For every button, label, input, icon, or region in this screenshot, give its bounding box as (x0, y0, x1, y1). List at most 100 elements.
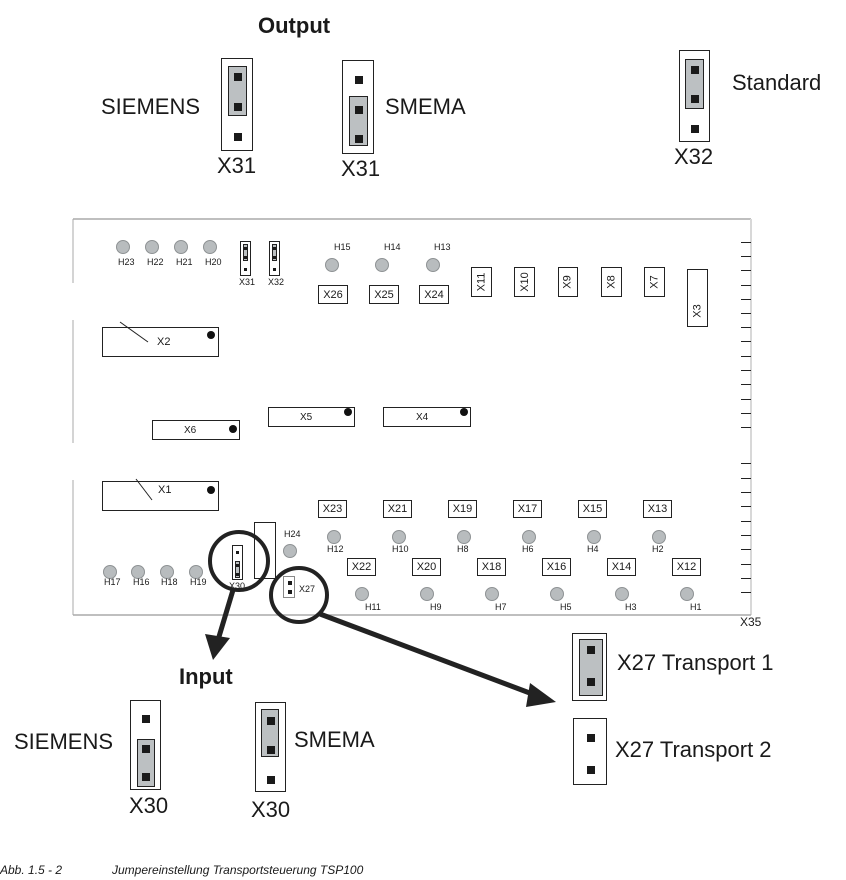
input-siemens-connector-label: X30 (129, 793, 169, 818)
connector-label: X14 (611, 561, 632, 573)
board-x31-jumper[interactable] (240, 241, 251, 276)
led-label: H18 (161, 577, 178, 587)
connector-label: X24 (424, 288, 444, 301)
output-title: Output (258, 13, 331, 38)
led-h24 (283, 544, 297, 558)
connector-x8: X8 (601, 267, 622, 297)
connector-label: X25 (374, 288, 394, 301)
pin (691, 125, 699, 133)
pin (273, 268, 276, 271)
input-siemens-label: SIEMENS (14, 729, 114, 754)
connector-x26: X26 (318, 285, 348, 304)
led-h5 (550, 587, 564, 601)
led-label: H4 (587, 544, 599, 554)
led-label: H12 (327, 544, 344, 554)
connector-x21: X21 (383, 500, 412, 518)
jumper-bridge (349, 96, 368, 146)
led-h17 (103, 565, 117, 579)
edge-pin-tick (741, 242, 751, 243)
led-label: H5 (560, 602, 572, 612)
edge-pin-tick (741, 521, 751, 522)
edge-pin-tick (741, 341, 751, 342)
output-smema-connector-label: X31 (341, 156, 381, 181)
led-label: H15 (334, 242, 351, 252)
output-smema-label: SMEMA (385, 94, 466, 119)
pin (273, 256, 276, 259)
led-h15 (325, 258, 339, 272)
pin (355, 106, 363, 114)
led-label: H22 (147, 257, 164, 267)
edge-pin-tick (741, 299, 751, 300)
x27-highlight-circle (269, 566, 329, 624)
connector-x17: X17 (513, 500, 542, 518)
pin (691, 66, 699, 74)
pin (273, 247, 276, 250)
connector-label: X4 (416, 412, 429, 423)
edge-pin-tick (741, 549, 751, 550)
led-label: H11 (365, 602, 381, 612)
led-h10 (392, 530, 406, 544)
edge-pin-tick (741, 427, 751, 428)
output-siemens-label: SIEMENS (101, 94, 201, 119)
led-label: H23 (118, 257, 135, 267)
edge-pin-tick (741, 370, 751, 371)
jumper-bridge (243, 244, 248, 261)
led-h21 (174, 240, 188, 254)
board-x30-jumper[interactable] (232, 545, 243, 580)
figure-number: Abb. 1.5 - 2 (0, 863, 63, 877)
pin (142, 773, 150, 781)
input-smema-label: SMEMA (294, 727, 375, 752)
connector-label: X26 (323, 288, 343, 301)
connector-x24: X24 (419, 285, 449, 304)
led-h7 (485, 587, 499, 601)
edge-pin-tick (741, 399, 751, 400)
pin (691, 95, 699, 103)
input-smema-x30-jumper (255, 702, 286, 792)
led-h12 (327, 530, 341, 544)
jumper-bridge (235, 561, 240, 578)
board-x32-jumper[interactable] (269, 241, 280, 276)
pin1-marker (460, 408, 468, 416)
pin (142, 745, 150, 753)
x30-arrow-shaft (215, 589, 236, 641)
led-label: H3 (625, 602, 637, 612)
connector-x2: X2 (102, 327, 219, 357)
led-label: H21 (176, 257, 193, 267)
connector-x20: X20 (412, 558, 441, 576)
led-h23 (116, 240, 130, 254)
led-h8 (457, 530, 471, 544)
edge-pin-tick (741, 478, 751, 479)
led-label: H24 (284, 529, 301, 539)
connector-x16: X16 (542, 558, 571, 576)
standard-label: Standard (732, 70, 822, 95)
led-label: H6 (522, 544, 534, 554)
led-h11 (355, 587, 369, 601)
figure-caption: Jumpereinstellung Transportsteuerung TSP… (112, 863, 364, 877)
connector-label: X20 (416, 561, 437, 573)
led-h19 (189, 565, 203, 579)
connector-x3: X3 (687, 269, 708, 327)
x27-arrow-shaft (319, 611, 536, 698)
input-siemens-x30-jumper (130, 700, 161, 790)
pin1-marker (229, 425, 237, 433)
edge-pin-tick (741, 256, 751, 257)
connector-x25: X25 (369, 285, 399, 304)
jumper-bridge (685, 59, 704, 109)
connector-x22: X22 (347, 558, 376, 576)
connector-x10: X10 (514, 267, 535, 297)
input-smema-connector-label: X30 (251, 797, 291, 822)
connector-x13: X13 (643, 500, 672, 518)
board-x32-label: X32 (268, 277, 285, 287)
connector-label: X15 (582, 503, 603, 515)
edge-pin-tick (741, 384, 751, 385)
edge-pin-tick (741, 413, 751, 414)
board-x27-jumper[interactable] (283, 576, 295, 598)
x27-transport2-jumper (573, 718, 607, 785)
pin (244, 247, 247, 250)
connector-label: X19 (452, 503, 473, 515)
x30-arrowhead (205, 634, 230, 660)
pin (587, 766, 595, 774)
connector-x1: X1 (102, 481, 219, 511)
edge-pin-tick (741, 535, 751, 536)
led-label: H16 (133, 577, 150, 587)
